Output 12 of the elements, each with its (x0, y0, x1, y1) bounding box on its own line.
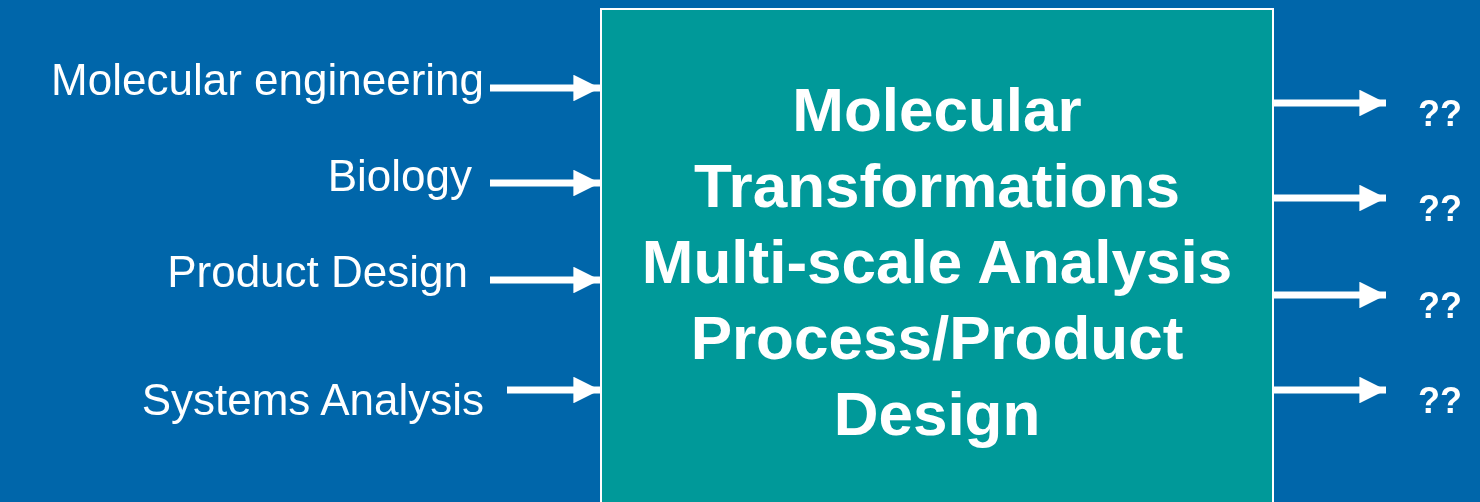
input-label: Systems Analysis (60, 374, 484, 426)
box-text: Multi-scale Analysis (641, 226, 1233, 298)
output-label: ?? (1418, 92, 1470, 136)
box-text: Molecular Transformations (693, 74, 1181, 222)
box-text: Process/Product Design (689, 302, 1185, 450)
output-label: ?? (1418, 284, 1470, 328)
input-label: Biology (250, 150, 472, 202)
output-label: ?? (1418, 379, 1470, 423)
input-label: Product Design (130, 246, 468, 298)
output-label: ?? (1418, 187, 1470, 231)
process-box (600, 8, 1274, 502)
input-label: Molecular engineering (4, 54, 484, 106)
